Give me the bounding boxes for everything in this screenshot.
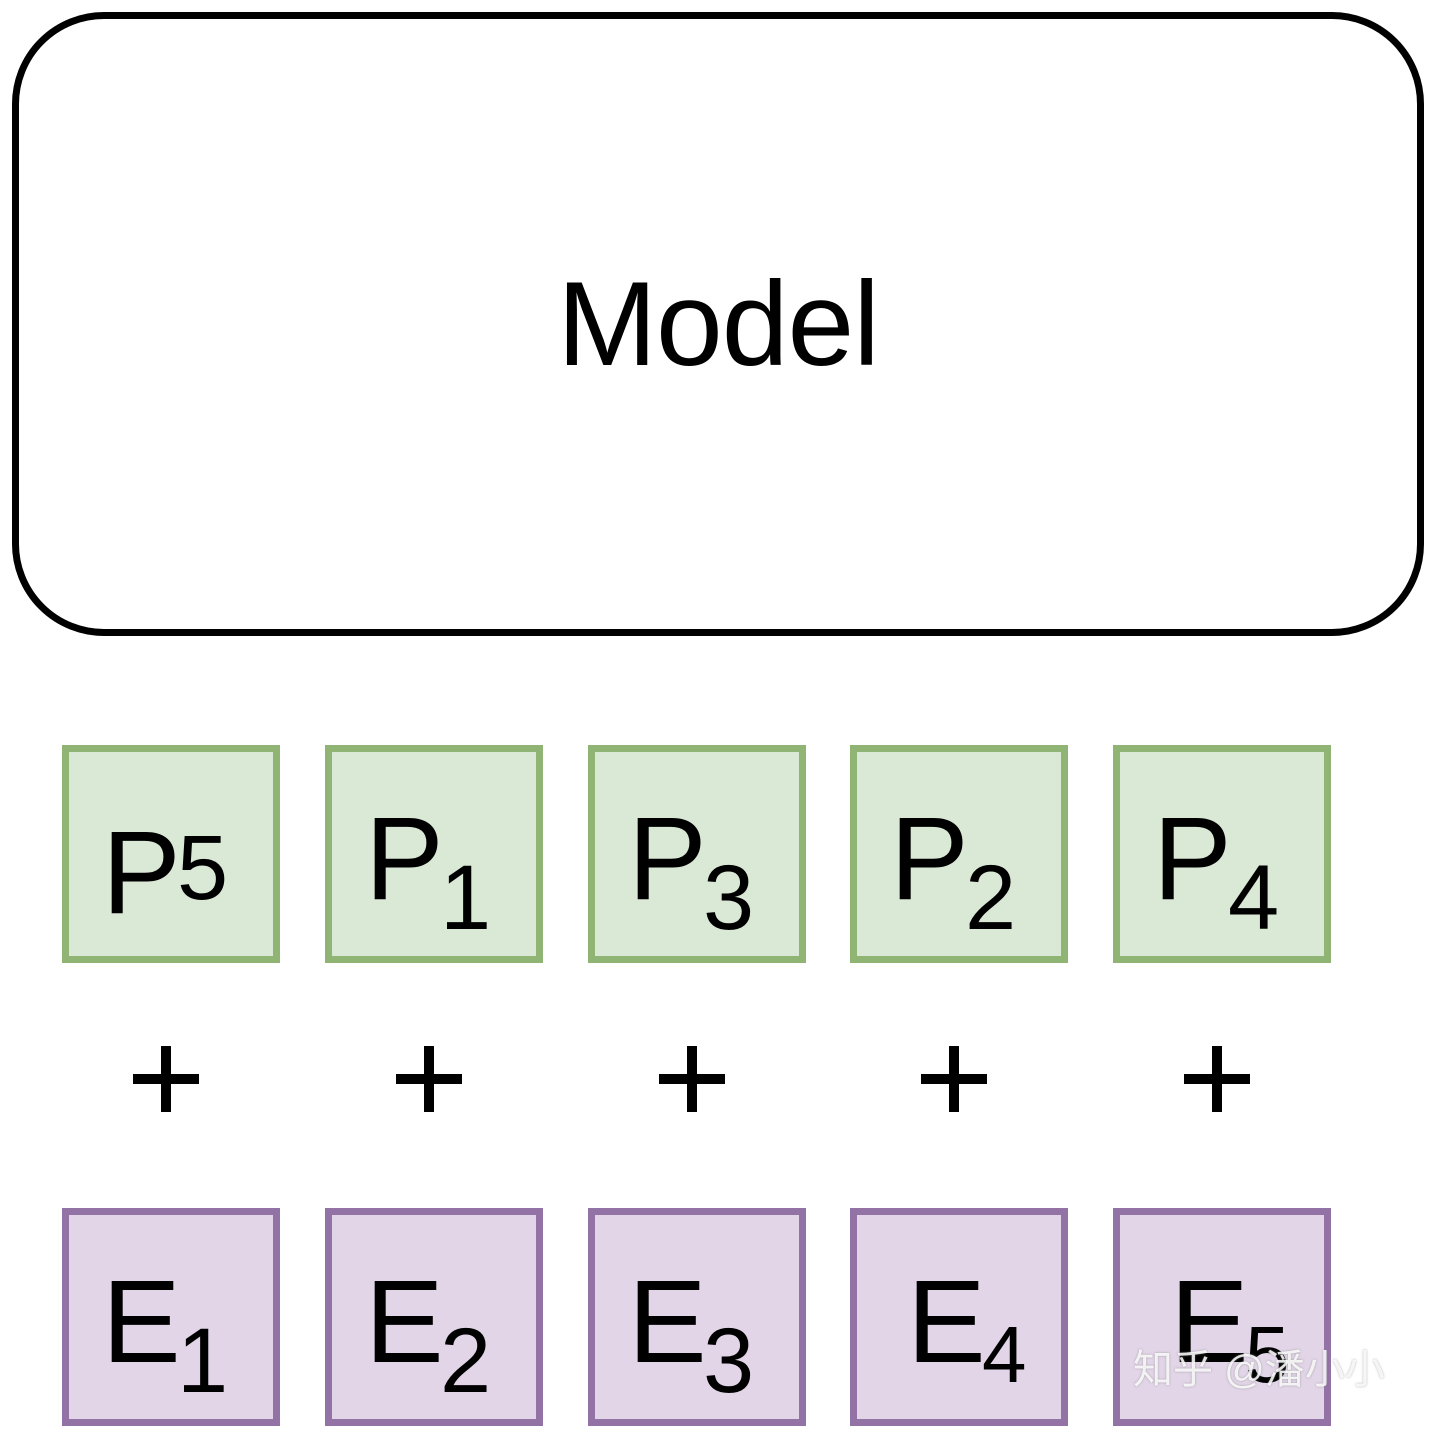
tile-subscript: 1 (177, 1310, 229, 1412)
tile-letter: E (907, 1256, 986, 1388)
tile-letter: E (1170, 1256, 1249, 1388)
model-box: Model (12, 12, 1424, 636)
tile-subscript: 2 (440, 1310, 492, 1412)
tile-subscript: 1 (440, 847, 492, 949)
tile-subscript: 2 (965, 847, 1017, 949)
plus-sign: + (659, 1040, 739, 1120)
tile-subscript: 3 (703, 1310, 755, 1412)
model-label: Model (557, 257, 880, 391)
watermark: 知乎 @潘小小 (1133, 1348, 1385, 1392)
tile-letter: P (365, 793, 444, 925)
tile-subscript: 5 (1245, 1310, 1290, 1399)
tile-letter: E (102, 1256, 181, 1388)
tile-letter: E (365, 1256, 444, 1388)
position-tile-2: P 3 (588, 745, 806, 963)
position-tile-1: P 1 (325, 745, 543, 963)
tile-letter: P (102, 807, 181, 939)
embedding-tile-2: E 3 (588, 1208, 806, 1426)
embedding-tile-1: E 2 (325, 1208, 543, 1426)
position-tile-0: P 5 (62, 745, 280, 963)
embedding-tile-4: E 5 (1113, 1208, 1331, 1426)
plus-sign: + (396, 1040, 476, 1120)
plus-sign: + (921, 1040, 1001, 1120)
position-tile-4: P 4 (1113, 745, 1331, 963)
embedding-tile-0: E 1 (62, 1208, 280, 1426)
embedding-tile-3: E 4 (850, 1208, 1068, 1426)
plus-sign: + (1184, 1040, 1264, 1120)
tile-letter: P (628, 793, 707, 925)
plus-sign: + (133, 1040, 213, 1120)
tile-subscript: 5 (177, 817, 229, 919)
tile-letter: P (1153, 793, 1232, 925)
tile-subscript: 3 (703, 847, 755, 949)
position-tile-3: P 2 (850, 745, 1068, 963)
tile-letter: E (628, 1256, 707, 1388)
tile-subscript: 4 (982, 1310, 1027, 1399)
tile-subscript: 4 (1228, 847, 1280, 949)
tile-letter: P (890, 793, 969, 925)
